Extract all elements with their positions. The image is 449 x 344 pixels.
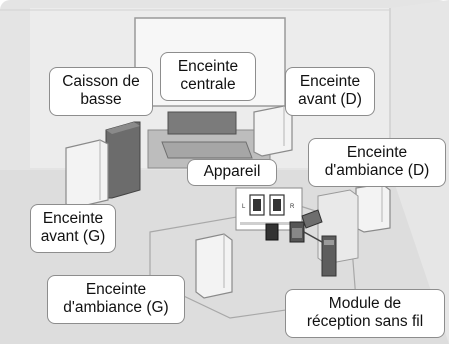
- wireless-module-label-line2: réception sans fil: [306, 313, 424, 330]
- device-label-line1: Appareil: [203, 163, 261, 180]
- inset-right-marker: R: [290, 204, 295, 210]
- surround-right-label: Enceinte d'ambiance (D): [308, 138, 446, 187]
- wireless-module-label-line1: Module de: [328, 295, 402, 312]
- center-speaker-label-line2: centrale: [180, 76, 236, 93]
- surround-left-speaker: [195, 233, 233, 299]
- surround-right-label-line2: d'ambiance (D): [324, 162, 430, 179]
- subwoofer-label-line2: basse: [80, 91, 122, 108]
- front-left-label: Enceinte avant (G): [30, 204, 116, 253]
- front-left-speaker: [65, 139, 109, 209]
- front-right-label-line2: avant (D): [298, 91, 362, 108]
- center-speaker-label: Enceinte centrale: [160, 52, 256, 101]
- surround-left-label-line1: Enceinte: [85, 281, 147, 298]
- surround-right-label-line1: Enceinte: [346, 144, 408, 161]
- wireless-receiver-module: [321, 235, 337, 277]
- surround-left-label-line2: d'ambiance (G): [63, 299, 169, 316]
- front-left-label-line1: Enceinte: [42, 210, 104, 227]
- front-right-label: Enceinte avant (D): [285, 67, 375, 116]
- center-speaker: [167, 111, 237, 135]
- main-device: [161, 141, 253, 159]
- subwoofer-label: Caisson de basse: [49, 67, 153, 116]
- wireless-module-label: Module de réception sans fil: [285, 289, 445, 338]
- surround-left-label: Enceinte d'ambiance (G): [47, 275, 185, 324]
- connector-arrow: [301, 209, 323, 229]
- front-left-label-line2: avant (G): [40, 228, 106, 245]
- speaker-plug: [265, 223, 279, 241]
- front-right-label-line1: Enceinte: [299, 73, 361, 90]
- device-label: Appareil: [187, 159, 277, 186]
- surround-right-speaker: [355, 183, 391, 233]
- center-speaker-label-line1: Enceinte: [177, 58, 239, 75]
- inset-left-marker: L: [242, 204, 246, 210]
- subwoofer-label-line1: Caisson de: [62, 73, 140, 90]
